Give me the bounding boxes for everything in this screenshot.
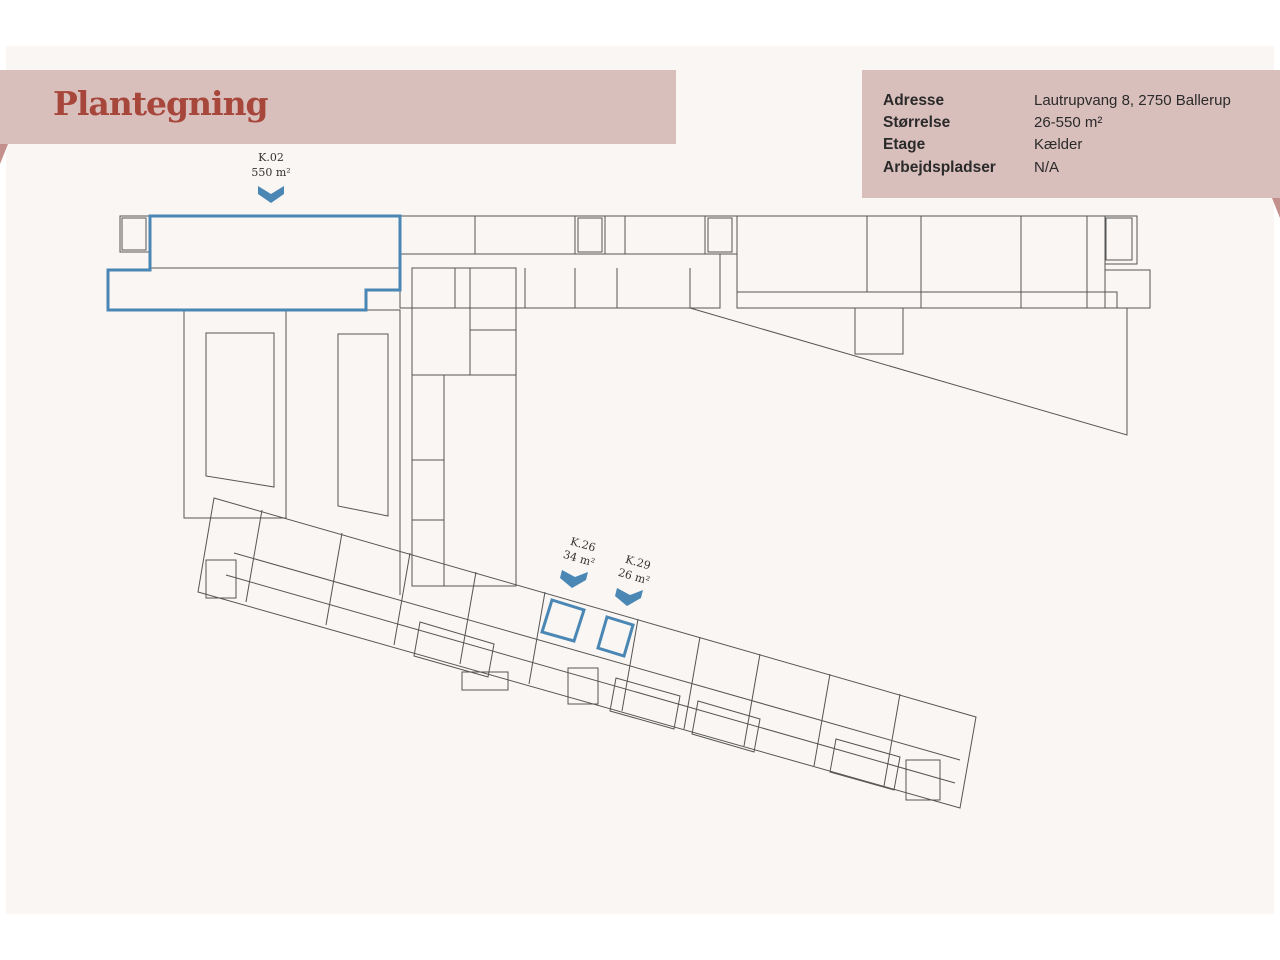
page-title: Plantegning [53, 84, 269, 123]
unit-marker-k02[interactable]: K.02 550 m² [251, 151, 291, 203]
info-label: Adresse [883, 92, 945, 109]
unit-k26-outline[interactable] [540, 598, 586, 643]
unit-marker-k29[interactable]: K.29 26 m² [615, 553, 652, 606]
title-band: Plantegning [0, 70, 676, 164]
unit-outlines [106, 214, 635, 658]
unit-k29-outline[interactable] [596, 615, 635, 658]
unit-k02-outline[interactable] [106, 214, 402, 312]
unit-marker-k26[interactable]: K.26 34 m² [560, 535, 597, 588]
info-label: Størrelse [883, 114, 951, 131]
chevron-down-icon [560, 570, 588, 588]
unit-area-label: 550 m² [251, 166, 290, 179]
chevron-down-icon [258, 186, 284, 203]
property-info-box: Adresse Lautrupvang 8, 2750 Ballerup Stø… [862, 70, 1280, 218]
floor-plan-walls [119, 215, 1151, 809]
chevron-down-icon [615, 588, 643, 606]
info-value: 26-550 m² [1034, 114, 1103, 131]
unit-id-label: K.02 [258, 151, 284, 164]
info-value: N/A [1034, 159, 1060, 176]
info-value: Kælder [1034, 136, 1083, 153]
info-value: Lautrupvang 8, 2750 Ballerup [1034, 92, 1231, 109]
info-label: Arbejdspladser [883, 159, 996, 176]
info-label: Etage [883, 136, 926, 153]
